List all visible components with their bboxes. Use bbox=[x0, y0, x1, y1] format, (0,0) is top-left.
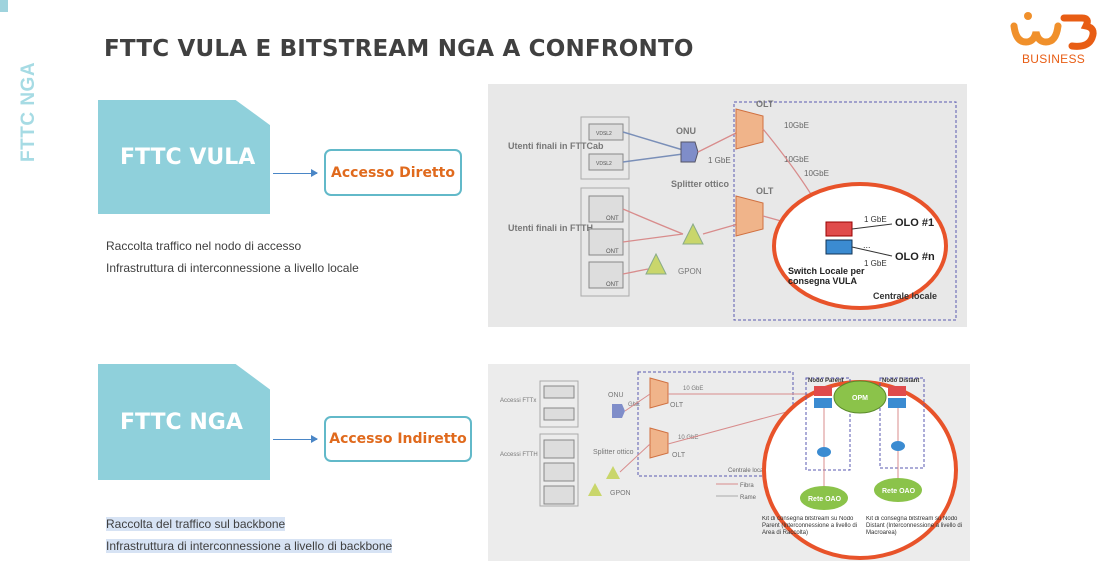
switch-icon bbox=[814, 386, 832, 396]
device-icon bbox=[543, 385, 575, 399]
link-label: 10GbE bbox=[804, 169, 829, 178]
description-line: Raccolta del traffico sul backbone bbox=[106, 517, 286, 531]
central-office-box bbox=[733, 101, 957, 321]
accessi-ftth-label: Accessi FTTH bbox=[500, 452, 538, 458]
description-line: Raccolta traffico nel nodo di accesso bbox=[106, 239, 302, 253]
olt-label: OLT bbox=[756, 99, 774, 109]
splitter-icon bbox=[606, 466, 620, 479]
central-office-label: Centrale locale bbox=[873, 291, 937, 301]
olo-label: OLO #n bbox=[895, 251, 935, 263]
svg-text:VDSL2: VDSL2 bbox=[596, 131, 612, 137]
accessi-fttx-label: Accessi FTTx bbox=[500, 398, 536, 404]
side-accent-bar bbox=[0, 0, 8, 12]
ont-device-icon bbox=[543, 439, 575, 459]
ont-device-icon: ONT bbox=[588, 228, 624, 256]
olt-icon bbox=[649, 377, 669, 409]
central-office-label: Centrale locale bbox=[728, 468, 769, 474]
nga-description: Raccolta del traffico sul backbone Infra… bbox=[106, 513, 393, 557]
link-label: 1 GbE bbox=[708, 156, 731, 165]
olt-label: OLT bbox=[672, 452, 686, 459]
bitstream-architecture-diagram: Accessi FTTx Accessi FTTH ONU GbE Splitt… bbox=[488, 364, 970, 561]
svg-text:VDSL2: VDSL2 bbox=[596, 161, 612, 167]
olo-label: OLO #1 bbox=[895, 217, 934, 229]
router-icon bbox=[817, 447, 831, 457]
splitter-label: Splitter ottico bbox=[593, 449, 634, 456]
opm-label: OPM bbox=[852, 395, 868, 402]
accesso-diretto-box: Accesso Diretto bbox=[324, 149, 462, 196]
ont-device-icon: ONT bbox=[588, 261, 624, 289]
link-label: 10 GbE bbox=[678, 435, 698, 441]
ellipsis-label: ... bbox=[863, 240, 871, 250]
ont-device-icon bbox=[543, 462, 575, 482]
users-ftth-label: Utenti finali in FTTH bbox=[508, 223, 593, 233]
nodo-parent-label: Nodo Parent bbox=[808, 378, 844, 384]
nodo-distant-label: Nodo Distant bbox=[882, 378, 919, 384]
kit-distant-label: Kit di consegna bitstream su Nodo Distan… bbox=[866, 516, 963, 536]
link-label: 1 GbE bbox=[864, 215, 887, 224]
legend-fibra: Fibra bbox=[740, 483, 754, 489]
switch-icon bbox=[825, 239, 853, 255]
router-icon bbox=[891, 441, 905, 451]
link-label: 10GbE bbox=[784, 155, 809, 164]
description-line: Infrastruttura di interconnessione a liv… bbox=[106, 261, 359, 275]
link-label: 10 GbE bbox=[683, 386, 703, 392]
rete-oao-cloud-icon bbox=[874, 478, 922, 502]
splitter-label: Splitter ottico bbox=[671, 179, 730, 189]
fttc-nga-tag: FTTC NGA bbox=[98, 364, 270, 480]
users-fttcab-label: Utenti finali in FTTCab bbox=[508, 141, 604, 151]
vdsl-device-icon: VDSL2 bbox=[588, 153, 624, 171]
splitter-icon bbox=[682, 222, 704, 245]
ont-device-icon: ONT bbox=[588, 195, 624, 223]
sidebar-label: FTTC NGA bbox=[18, 61, 39, 162]
rete-oao-cloud-icon bbox=[800, 486, 848, 510]
switch-icon bbox=[825, 221, 853, 237]
ftth-group-box bbox=[580, 187, 630, 297]
olt-label: OLT bbox=[756, 186, 774, 196]
legend-rame: Rame bbox=[740, 495, 757, 501]
onu-label: ONU bbox=[676, 126, 696, 136]
splitter-icon bbox=[645, 252, 667, 275]
vula-architecture-diagram: Utenti finali in FTTCab Utenti finali in… bbox=[488, 84, 967, 327]
description-line: Infrastruttura di interconnessione a liv… bbox=[106, 539, 393, 553]
arrow-right-icon bbox=[273, 169, 318, 177]
opm-cloud-icon bbox=[833, 380, 887, 414]
gpon-label: GPON bbox=[610, 490, 631, 497]
switch-icon bbox=[888, 386, 906, 396]
switch-label: Switch Locale per consegna VULA bbox=[788, 266, 865, 286]
rete-oao-label: Rete OAO bbox=[808, 496, 842, 503]
onu-icon bbox=[612, 404, 625, 418]
kit-parent-label: Kit di consegna bitstream su Nodo Parent… bbox=[762, 516, 858, 536]
vula-description: Raccolta traffico nel nodo di accesso In… bbox=[106, 235, 359, 279]
w3-logo-icon bbox=[1010, 12, 1097, 50]
switch-icon bbox=[888, 398, 906, 408]
onu-label: ONU bbox=[608, 392, 624, 399]
link-label: 1 GbE bbox=[864, 259, 887, 268]
olt-icon bbox=[649, 427, 669, 459]
device-icon bbox=[543, 407, 575, 421]
fttc-vula-tag: FTTC VULA bbox=[98, 100, 270, 214]
accesso-indiretto-box: Accesso Indiretto bbox=[324, 416, 472, 462]
arrow-right-icon bbox=[273, 435, 318, 443]
logo-wordmark: BUSINESS bbox=[1022, 52, 1086, 66]
vdsl-device-icon: VDSL2 bbox=[588, 123, 624, 141]
gpon-label: GPON bbox=[678, 267, 702, 276]
page-title: FTTC VULA E BITSTREAM NGA A CONFRONTO bbox=[104, 36, 694, 62]
svg-text:ONT: ONT bbox=[606, 282, 619, 288]
svg-text:ONT: ONT bbox=[606, 216, 619, 222]
splitter-icon bbox=[588, 483, 602, 496]
svg-text:ONT: ONT bbox=[606, 249, 619, 255]
ont-device-icon bbox=[543, 485, 575, 505]
rete-oao-label: Rete OAO bbox=[882, 488, 916, 495]
link-label: 10GbE bbox=[784, 121, 809, 130]
olt-icon bbox=[735, 195, 764, 237]
highlight-circle bbox=[772, 182, 948, 310]
switch-icon bbox=[814, 398, 832, 408]
fttcab-group-box bbox=[580, 116, 630, 180]
olt-icon bbox=[735, 108, 764, 150]
olt-label: OLT bbox=[670, 402, 684, 409]
onu-icon bbox=[680, 141, 699, 163]
